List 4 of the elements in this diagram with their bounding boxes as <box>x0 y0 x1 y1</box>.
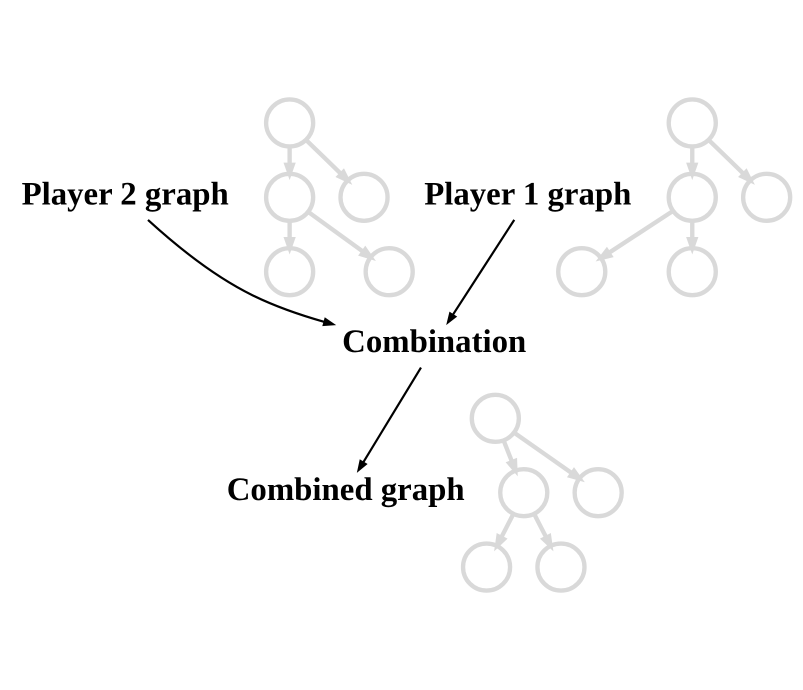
node-text: Player 2 graph <box>22 176 229 212</box>
node-text: Combined graph <box>226 472 465 508</box>
node-text: Combination <box>342 324 526 360</box>
node-text: Player 1 graph <box>424 176 632 212</box>
